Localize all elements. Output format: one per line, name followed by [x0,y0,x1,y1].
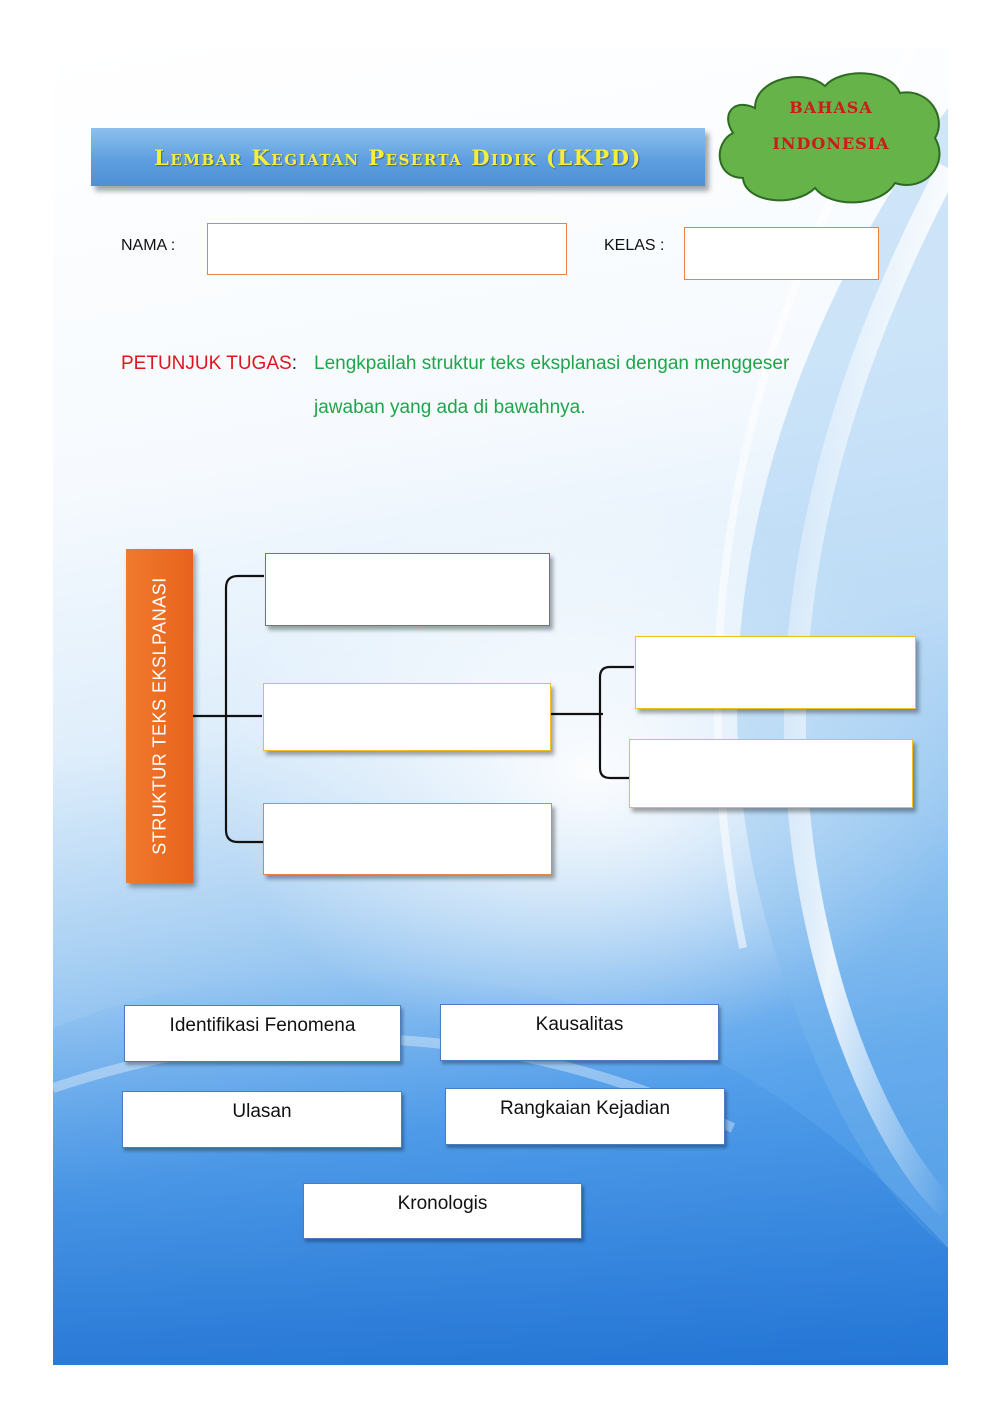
root-structure-bar: STRUKTUR TEKS EKSLPANASI [126,549,193,883]
instruction-label: PETUNJUK TUGAS: [121,353,297,374]
drop-zone-4[interactable] [635,636,916,709]
nama-label: NAMA : [121,237,176,254]
nama-field[interactable] [207,223,567,275]
drop-zone-3[interactable] [263,803,552,875]
answer-card-kausalitas[interactable]: Kausalitas [440,1004,719,1061]
drop-zone-2[interactable] [263,683,551,751]
answer-card-ulasan[interactable]: Ulasan [122,1091,402,1148]
title-banner: Lembar Kegiatan Peserta Didik (LKPD) [91,128,705,186]
subject-line-1: BAHASA [789,98,873,117]
subject-cloud-badge: BAHASA INDONESIA [715,68,947,208]
kelas-label: KELAS : [604,237,665,254]
drop-zone-1[interactable] [265,553,550,626]
answer-card-kronologis[interactable]: Kronologis [303,1183,582,1239]
kelas-field[interactable] [684,227,879,280]
instruction-line-1: Lengkpailah struktur teks eksplanasi den… [314,353,790,374]
root-structure-label: STRUKTUR TEKS EKSLPANASI [149,577,169,855]
cloud-shape [718,72,941,204]
drop-zone-5[interactable] [629,739,913,808]
page-title: Lembar Kegiatan Peserta Didik (LKPD) [154,144,642,170]
answer-card-identifikasi-fenomena[interactable]: Identifikasi Fenomena [124,1005,401,1062]
answer-card-rangkaian-kejadian[interactable]: Rangkaian Kejadian [445,1088,725,1145]
subject-line-2: INDONESIA [772,134,890,153]
instruction-line-2: jawaban yang ada di bawahnya. [314,397,586,418]
